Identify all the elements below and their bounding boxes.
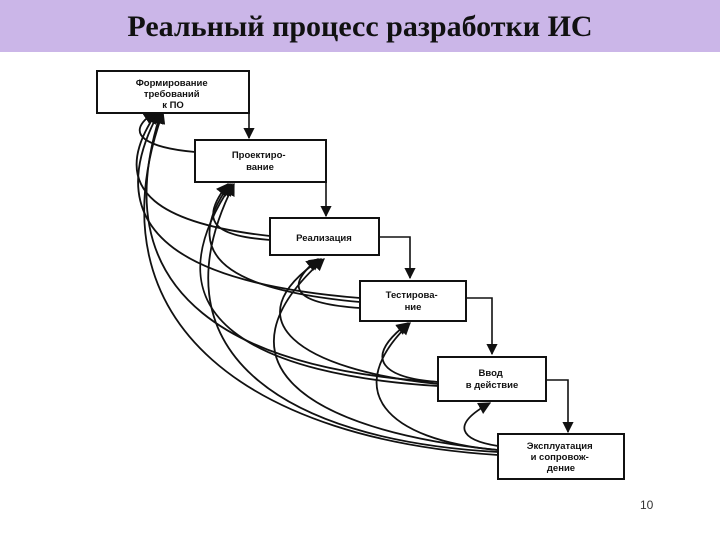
feedback-arrow-6-to-1 — [143, 110, 499, 456]
forward-arrow-4-to-5 — [466, 297, 498, 356]
feedback-arrow-5-to-1 — [145, 110, 439, 383]
feedback-arrow-5-to-2 — [199, 182, 439, 387]
feedback-arrow-6-to-4 — [375, 322, 499, 451]
title-bar — [0, 0, 720, 52]
stage-label: Формирование требований к ПО — [136, 78, 211, 111]
slide-title: Реальный процесс разработки ИС — [127, 10, 593, 43]
forward-arrow-3-to-4 — [379, 236, 416, 280]
stage-label: Проектиро- вание — [232, 150, 288, 173]
stage-label: Реализация — [296, 233, 352, 244]
feedback-arrow-6-to-3 — [273, 258, 499, 451]
feedback-arrow-3-to-1 — [135, 110, 271, 237]
stage-box-testing: Тестирова- ние — [359, 280, 467, 322]
feedback-arrow-4-to-2 — [208, 182, 361, 303]
stage-box-requirements: Формирование требований к ПО — [96, 70, 250, 114]
stage-box-deployment: Ввод в действие — [437, 356, 547, 402]
stage-box-implementation: Реализация — [269, 217, 380, 256]
slide-number: 10 — [640, 498, 654, 512]
feedback-arrow-6-to-2 — [207, 182, 499, 453]
feedback-arrow-6-to-5 — [463, 402, 499, 447]
stage-box-operation: Эксплуатация и сопровож- дение — [497, 433, 625, 480]
feedback-arrow-5-to-4 — [381, 322, 439, 383]
stage-label: Ввод в действие — [466, 368, 519, 391]
stage-label: Тестирова- ние — [386, 290, 441, 313]
stage-label: Эксплуатация и сопровож- дение — [527, 441, 596, 474]
forward-arrow-5-to-6 — [546, 379, 574, 434]
feedback-arrow-5-to-3 — [279, 258, 439, 385]
feedback-arrow-2-to-1 — [138, 111, 196, 153]
feedback-arrow-4-to-1 — [137, 110, 361, 299]
stage-box-design: Проектиро- вание — [194, 139, 327, 183]
